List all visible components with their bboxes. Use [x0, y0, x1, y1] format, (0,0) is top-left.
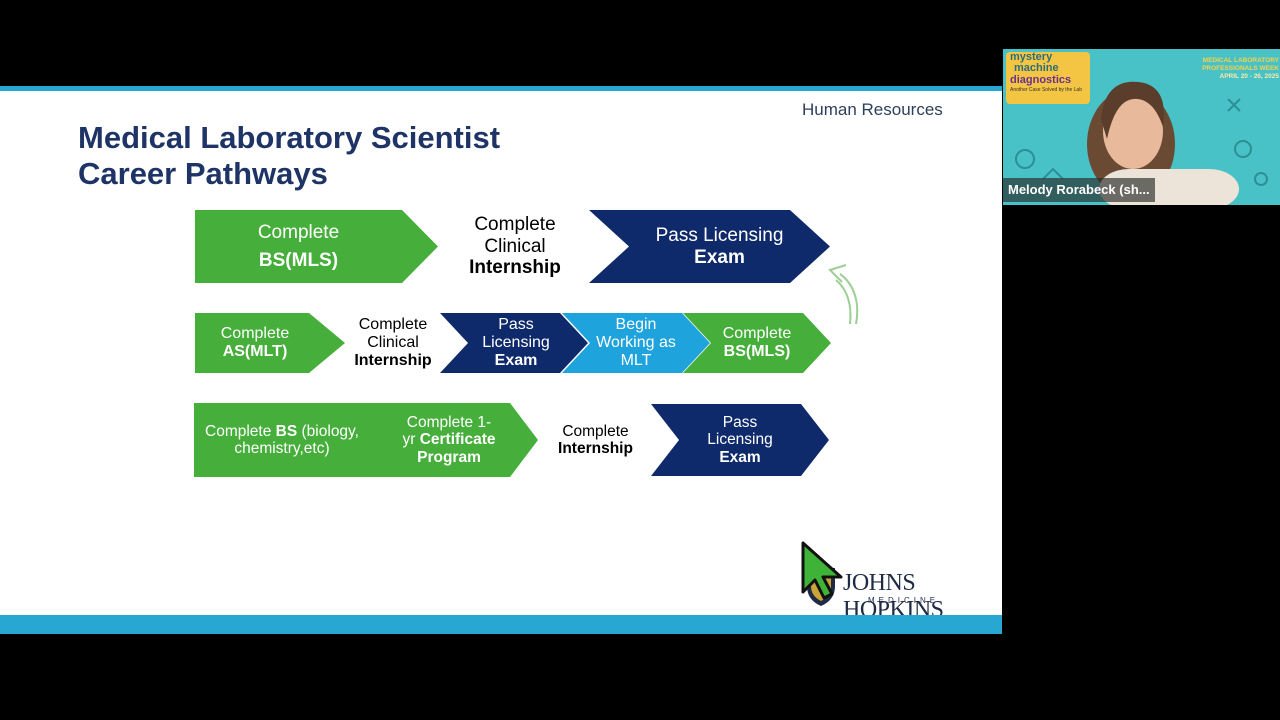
- banner-line-1: mystery: [1010, 51, 1053, 63]
- step-text-bold: BS: [275, 422, 298, 440]
- pathway1-step-clinical-internship: Complete Clinical Internship: [455, 210, 575, 283]
- step-text: chemistry,etc): [234, 440, 330, 457]
- event-line-1: MEDICAL LABORATORY: [1202, 57, 1279, 64]
- step-text: Pass: [722, 413, 758, 431]
- pathway2-step-pass-licensing: Pass Licensing Exam: [440, 313, 588, 373]
- pathway1-step-complete-bs-mls: Complete BS(MLS): [195, 210, 438, 283]
- pathway1-step-pass-licensing: Pass Licensing Exam: [589, 210, 830, 283]
- step-text: Complete: [220, 324, 290, 342]
- title-line-2: Career Pathways: [78, 156, 328, 191]
- step-text-bold: Exam: [719, 448, 761, 466]
- step-text: Complete: [562, 422, 629, 440]
- banner-line-2: machine: [1014, 62, 1059, 74]
- event-info: MEDICAL LABORATORY PROFESSIONALS WEEK AP…: [1201, 57, 1279, 81]
- step-text: Licensing: [707, 431, 773, 449]
- slide-title: Medical Laboratory Scientist Career Path…: [78, 120, 500, 192]
- banner-line-3: diagnostics: [1010, 74, 1072, 86]
- step-text-bold: BS(MLS): [258, 249, 339, 271]
- participant-name-label: Melody Rorabeck (sh...: [1003, 178, 1155, 202]
- step-text-bold: BS(MLS): [723, 343, 791, 360]
- step-text: Complete: [205, 422, 276, 440]
- curved-up-arrow-icon: [828, 264, 859, 325]
- pathway2-step-clinical-internship: Complete Clinical Internship: [348, 313, 438, 373]
- pathway3-step-complete-bs: Complete BS (biology, chemistry,etc): [194, 403, 394, 477]
- title-line-1: Medical Laboratory Scientist: [78, 120, 501, 155]
- step-text: Pass Licensing: [655, 225, 784, 247]
- step-text: Complete 1-: [406, 413, 492, 431]
- step-text: Working as: [596, 333, 676, 351]
- step-text: MLT: [620, 352, 652, 370]
- slide-section-label: Human Resources: [802, 100, 943, 119]
- step-text: Begin: [615, 315, 657, 333]
- event-dates: APRIL 20 - 26, 2025: [1219, 73, 1280, 80]
- step-text-bold: Internship: [354, 352, 432, 370]
- step-text-bold: Internship: [558, 440, 633, 457]
- banner-tagline: Another Case Solved by the Lab: [1010, 87, 1082, 93]
- step-text: Clinical: [367, 333, 419, 351]
- step-text: Complete: [474, 214, 556, 236]
- step-text: Complete: [358, 315, 428, 333]
- presentation-slide: Human Resources Medical Laboratory Scien…: [0, 86, 1002, 634]
- step-text: yr: [402, 431, 420, 449]
- step-text-bold: Exam: [694, 246, 745, 268]
- pathway3-step-pass-licensing: Pass Licensing Exam: [651, 404, 829, 476]
- step-text: (biology,: [297, 422, 359, 440]
- mouse-pointer-icon: [801, 541, 843, 600]
- step-text-bold: Certificate: [419, 431, 496, 449]
- step-text: Complete: [722, 324, 792, 342]
- logo-subtitle: MEDICINE: [868, 596, 940, 605]
- pathway3-step-internship: Complete Internship: [548, 403, 643, 477]
- pathway3-step-certificate-program: Complete 1- yr Certificate Program: [360, 403, 538, 477]
- slide-top-accent-bar: [0, 86, 1002, 91]
- step-text: Pass: [498, 315, 534, 333]
- step-text-bold: Exam: [494, 352, 538, 370]
- slide-bottom-accent-bar: [0, 615, 1002, 634]
- step-text-bold: Program: [417, 448, 481, 466]
- pathway2-step-complete-as-mlt: Complete AS(MLT): [195, 313, 345, 373]
- step-text: Licensing: [482, 333, 550, 351]
- step-text: Complete: [257, 222, 340, 244]
- event-banner: mystery machine diagnostics Another Case…: [1006, 52, 1090, 104]
- step-text-bold: AS(MLT): [222, 343, 288, 360]
- step-text: Clinical: [484, 235, 546, 257]
- step-text-bold: Internship: [469, 257, 561, 279]
- event-line-2: PROFESSIONALS WEEK: [1202, 65, 1279, 72]
